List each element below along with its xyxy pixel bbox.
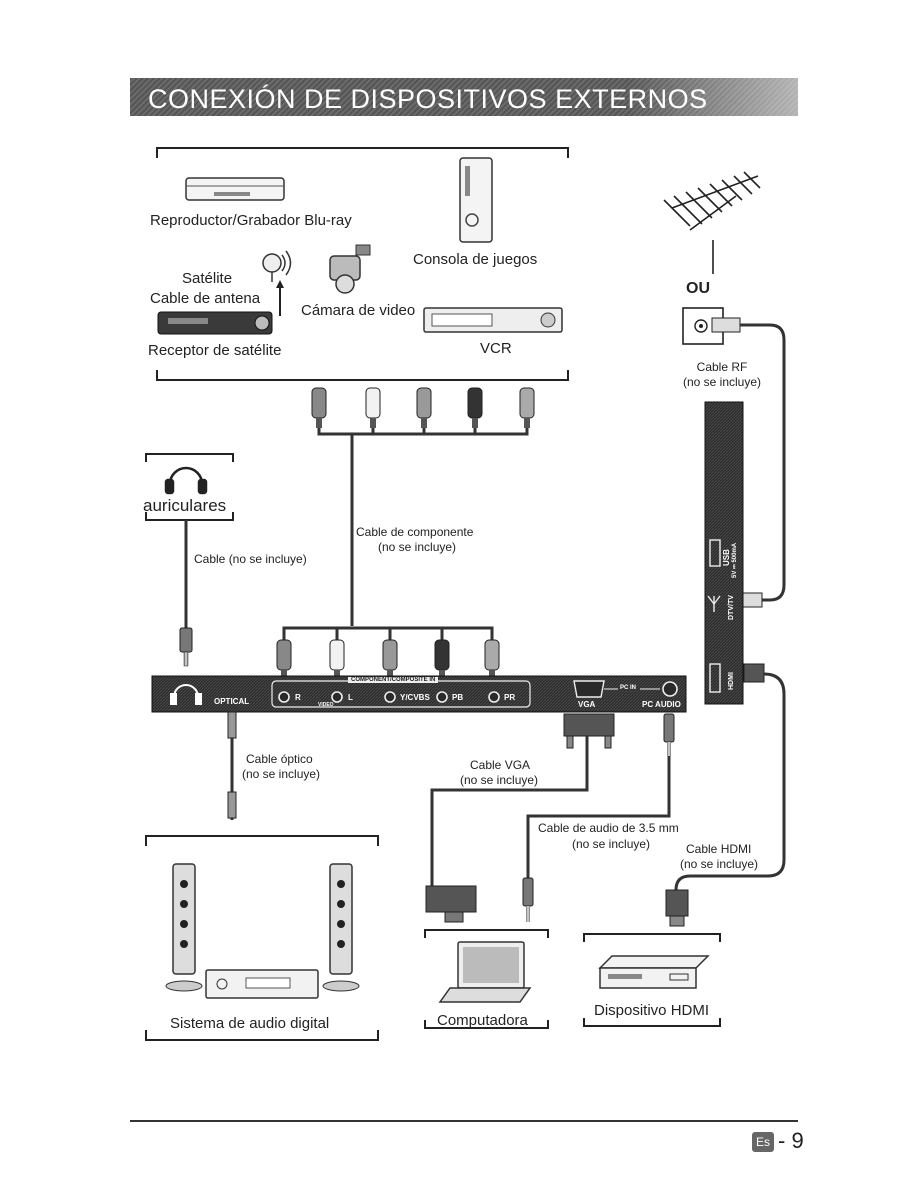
pc-in-label: PC IN bbox=[620, 685, 637, 691]
component-plugs-bottom bbox=[276, 639, 500, 678]
optical-port-label: OPTICAL bbox=[214, 697, 250, 706]
tv-side-panel bbox=[704, 401, 744, 705]
camera-label: Cámara de video bbox=[301, 302, 416, 319]
headphone-cable-label: Cable (no se incluye) bbox=[194, 552, 307, 566]
dtv-label: DTV/TV bbox=[728, 595, 735, 620]
computer-bracket bbox=[424, 929, 549, 1029]
hdmi-device-bracket bbox=[583, 933, 721, 1027]
computer-label: Computadora bbox=[437, 1012, 528, 1029]
page-number-text: - 9 bbox=[778, 1128, 804, 1153]
pc-audio-plug-bottom bbox=[522, 877, 534, 922]
headphone-jack-icon bbox=[170, 684, 202, 705]
component-jacks bbox=[278, 691, 500, 703]
language-badge: Es bbox=[752, 1132, 774, 1153]
pc-audio-jack bbox=[662, 681, 678, 697]
vga-connector-bottom bbox=[425, 885, 477, 923]
jack-ycvbs-label: Y/CVBS bbox=[400, 693, 430, 702]
rf-cable-note: (no se incluye) bbox=[682, 375, 762, 389]
headphones-icon bbox=[164, 466, 208, 495]
speaker-left-icon bbox=[165, 863, 203, 992]
hdmi-cable-label: Cable HDMI bbox=[686, 842, 752, 856]
headphones-bracket bbox=[145, 453, 234, 521]
vcr-icon bbox=[423, 307, 563, 333]
hdmi-device-label: Dispositivo HDMI bbox=[594, 1002, 710, 1019]
audio-system-label: Sistema de audio digital bbox=[170, 1015, 330, 1032]
headphones-label: auriculares bbox=[143, 496, 227, 515]
rf-cable-label: Cable RF bbox=[696, 360, 748, 374]
page-number: Es- 9 bbox=[752, 1128, 804, 1154]
satellite-label: Satélite bbox=[182, 270, 233, 287]
jack-pr-label: PR bbox=[504, 693, 516, 702]
optical-cable-label: Cable óptico bbox=[246, 752, 313, 766]
headphone-plug bbox=[179, 627, 193, 667]
jack-l-label: L bbox=[348, 693, 353, 702]
usb-spec-label: 5V ⎓ 500mA bbox=[732, 542, 738, 578]
footer-rule bbox=[130, 1120, 798, 1122]
usb-label: USB bbox=[722, 549, 731, 566]
rf-plug-top bbox=[711, 317, 741, 333]
page-title: CONEXIÓN DE DISPOSITIVOS EXTERNOS bbox=[148, 84, 708, 114]
optical-cable-note: (no se incluye) bbox=[242, 767, 321, 781]
pc-audio-plug-top bbox=[663, 713, 675, 756]
component-in-label: COMPONENT/COMPOSITE IN bbox=[348, 677, 439, 683]
vga-cable-label: Cable VGA bbox=[470, 758, 531, 772]
component-cable-note: (no se incluye) bbox=[378, 540, 457, 554]
satellite-dish-icon bbox=[262, 250, 292, 282]
or-label: OU bbox=[686, 280, 710, 297]
section-header: CONEXIÓN DE DISPOSITIVOS EXTERNOS bbox=[130, 78, 798, 116]
speaker-right-icon bbox=[322, 863, 360, 992]
optical-plug-bottom bbox=[227, 791, 237, 819]
hdmi-device-icon bbox=[598, 955, 710, 989]
satellite-receiver-icon bbox=[157, 311, 273, 335]
jack-r-label: R bbox=[295, 693, 301, 702]
hdmi-port bbox=[709, 663, 721, 693]
video-camera-icon bbox=[329, 244, 371, 294]
audio-receiver-icon bbox=[205, 969, 319, 999]
satellite-receiver-label: Receptor de satélite bbox=[148, 342, 282, 359]
vcr-label: VCR bbox=[480, 340, 512, 357]
antenna-icon bbox=[663, 171, 761, 274]
component-cable-bundle-top bbox=[282, 428, 529, 640]
audio-system-bracket bbox=[145, 835, 379, 1041]
console-label: Consola de juegos bbox=[413, 251, 538, 268]
hdmi-port-label: HDMI bbox=[728, 672, 735, 690]
vga-cable-note: (no se incluye) bbox=[460, 773, 539, 787]
jack-pb-label: PB bbox=[452, 693, 464, 702]
audio35-cable-label: Cable de audio de 3.5 mm bbox=[538, 821, 679, 835]
video-label: VIDEO bbox=[318, 702, 334, 708]
component-cable-label: Cable de componente bbox=[356, 525, 474, 539]
bluray-label: Reproductor/Grabador Blu-ray bbox=[150, 212, 352, 229]
dtv-input-icon bbox=[707, 595, 721, 612]
antenna-cable-label: Cable de antena bbox=[150, 290, 261, 307]
bluray-player-icon bbox=[185, 177, 285, 201]
source-devices-bracket bbox=[156, 147, 569, 381]
hdmi-plug-top bbox=[743, 663, 765, 683]
component-plugs-top bbox=[311, 387, 535, 428]
vga-port-icon bbox=[573, 680, 605, 698]
vga-port-label: VGA bbox=[578, 700, 596, 709]
hdmi-cable-note: (no se incluye) bbox=[680, 857, 759, 871]
hdmi-plug-bottom bbox=[665, 889, 689, 927]
vga-connector-top bbox=[563, 713, 615, 749]
optical-plug-top bbox=[227, 711, 237, 739]
pc-audio-label: PC AUDIO bbox=[642, 700, 681, 709]
game-console-icon bbox=[459, 157, 493, 243]
laptop-icon bbox=[438, 941, 532, 1003]
audio35-cable-note: (no se incluye) bbox=[572, 837, 651, 851]
usb-port bbox=[709, 539, 721, 567]
